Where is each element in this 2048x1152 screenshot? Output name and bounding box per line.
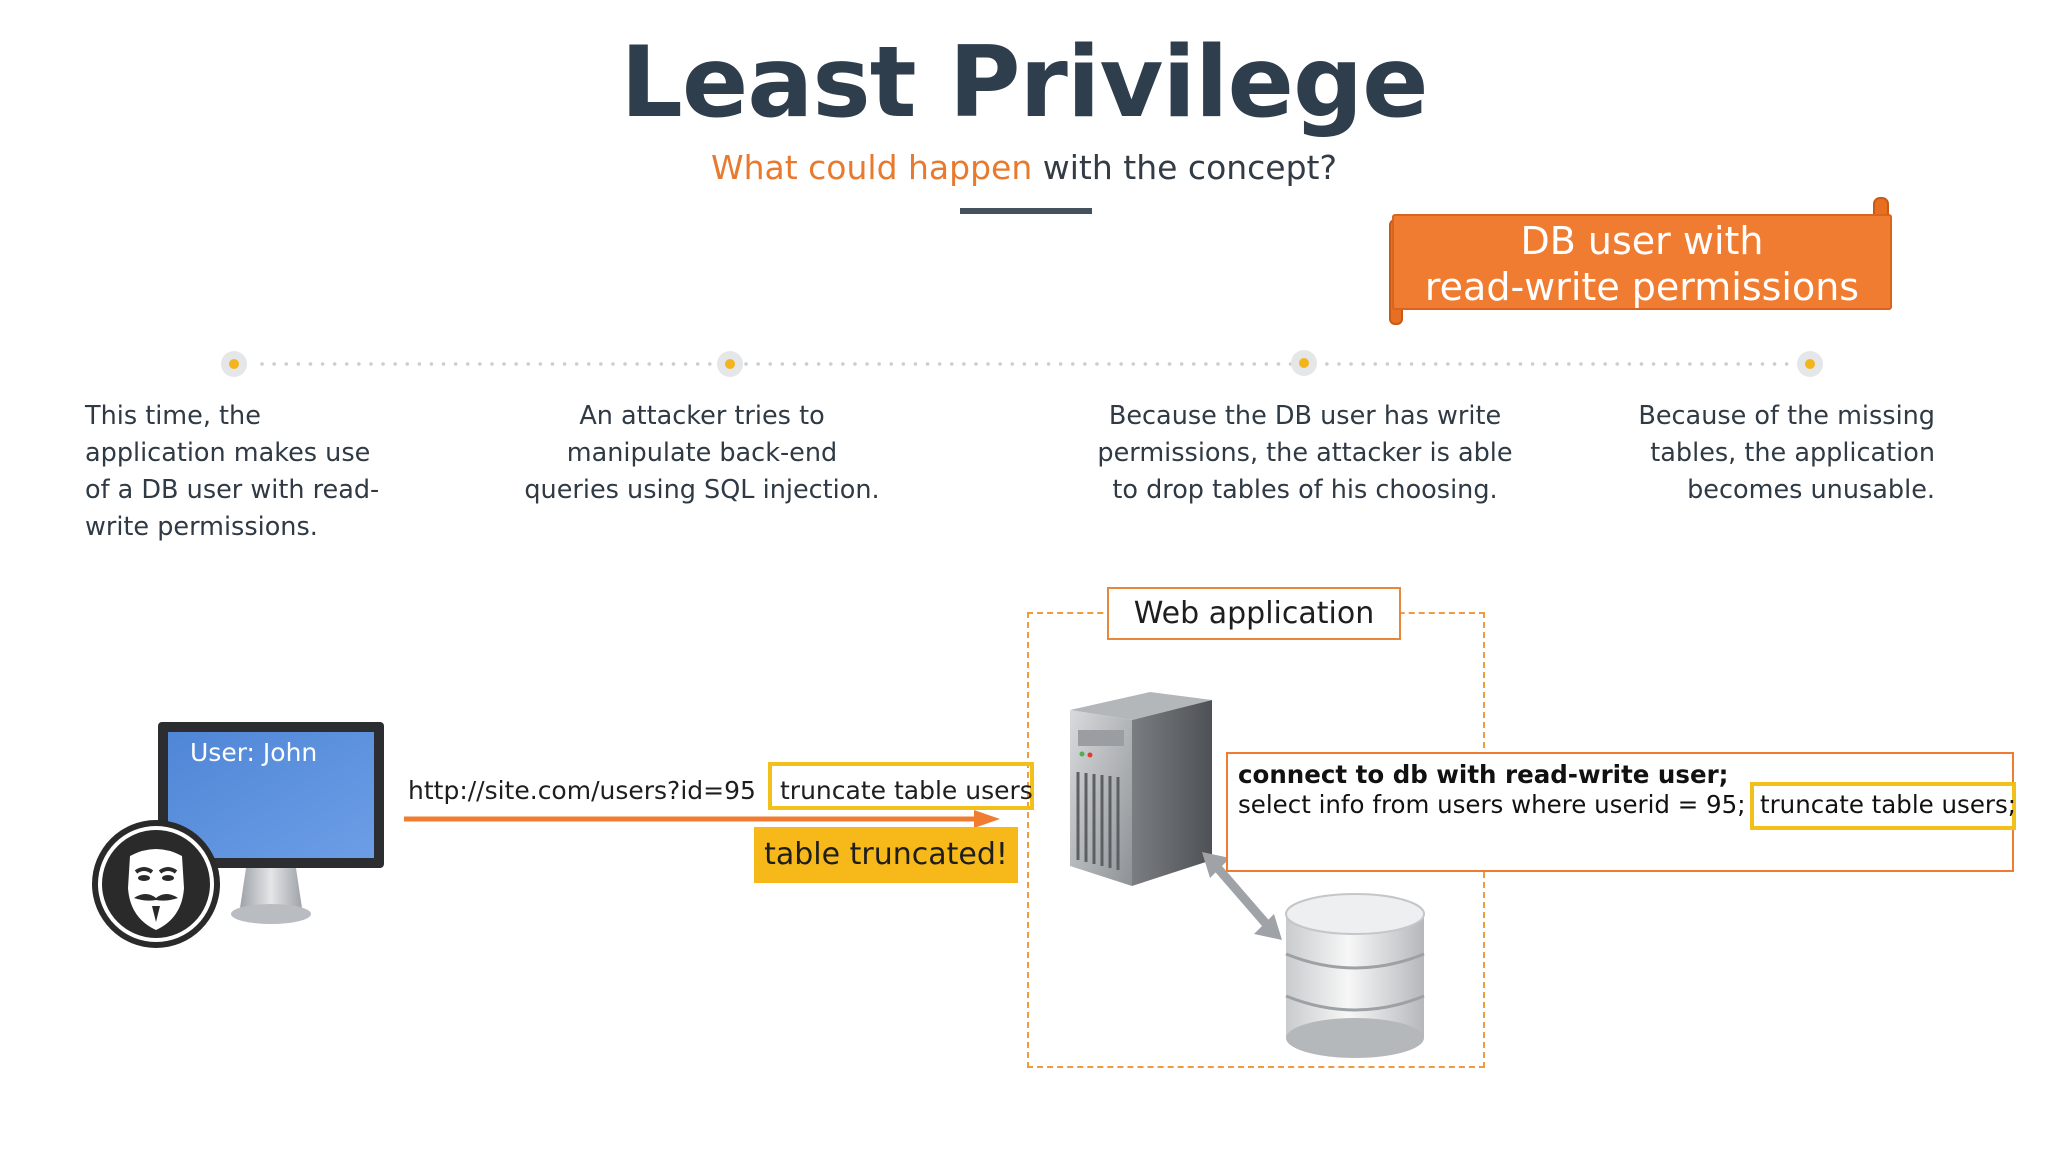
- step-4-line: tables, the application: [1650, 438, 1935, 468]
- page-title: Least Privilege: [620, 26, 1428, 140]
- double-arrow-icon: [1202, 852, 1282, 940]
- timeline-step-4: Because of the missing tables, the appli…: [1560, 398, 1935, 509]
- page-subtitle: What could happen with the concept?: [0, 148, 2048, 188]
- query-payload-highlight: [1750, 782, 2016, 830]
- step-2-line: queries using SQL injection.: [524, 475, 880, 505]
- step-1-line: This time, the: [85, 401, 261, 431]
- permission-banner: DB user with read-write permissions: [1392, 214, 1892, 310]
- title-divider: [960, 208, 1092, 214]
- step-1-line: application makes use: [85, 438, 371, 468]
- server-tower-icon: [1070, 692, 1212, 886]
- url-payload-highlight: [768, 762, 1034, 810]
- result-badge: table truncated!: [754, 827, 1018, 883]
- step-2-line: manipulate back-end: [566, 438, 838, 468]
- step-3-line: permissions, the attacker is able: [1097, 438, 1513, 468]
- banner-line-1: DB user with: [1520, 219, 1764, 263]
- step-3-line: Because the DB user has write: [1108, 401, 1502, 431]
- timeline-node-3: [1291, 350, 1317, 376]
- sql-query-box: [1226, 752, 2014, 872]
- step-3-line: to drop tables of his choosing.: [1112, 475, 1498, 505]
- timeline-step-2: An attacker tries to manipulate back-end…: [502, 398, 902, 509]
- timeline: [221, 350, 1823, 377]
- banner-line-2: read-write permissions: [1424, 265, 1860, 309]
- timeline-node-2: [717, 351, 743, 377]
- step-4-line: becomes unusable.: [1687, 475, 1935, 505]
- subtitle-rest: with the concept?: [1032, 148, 1338, 187]
- guy-fawkes-mask-icon: [92, 820, 220, 948]
- timeline-step-3: Because the DB user has write permission…: [1085, 398, 1525, 509]
- monitor-icon: [158, 722, 384, 924]
- timeline-node-1: [221, 351, 247, 377]
- subtitle-highlight: What could happen: [710, 148, 1033, 187]
- web-application-label: Web application: [1107, 587, 1401, 640]
- query-payload: truncate table users;: [1760, 790, 2016, 819]
- database-cylinder-icon: [1285, 893, 1425, 1058]
- step-1-line: write permissions.: [85, 512, 318, 542]
- sql-query-line-2: select info from users where userid = 95…: [1238, 790, 1746, 819]
- step-4-line: Because of the missing: [1638, 401, 1935, 431]
- step-1-line: of a DB user with read-: [85, 475, 380, 505]
- timeline-node-4: [1797, 351, 1823, 377]
- user-label: User: John: [190, 738, 318, 767]
- request-url: http://site.com/users?id=95: [408, 776, 756, 805]
- request-arrow-icon: [404, 810, 1000, 828]
- timeline-step-1: This time, the application makes use of …: [85, 398, 405, 546]
- sql-query-line-1: connect to db with read-write user;: [1238, 760, 1729, 789]
- url-payload: truncate table users: [780, 776, 1033, 805]
- step-2-line: An attacker tries to: [579, 401, 825, 431]
